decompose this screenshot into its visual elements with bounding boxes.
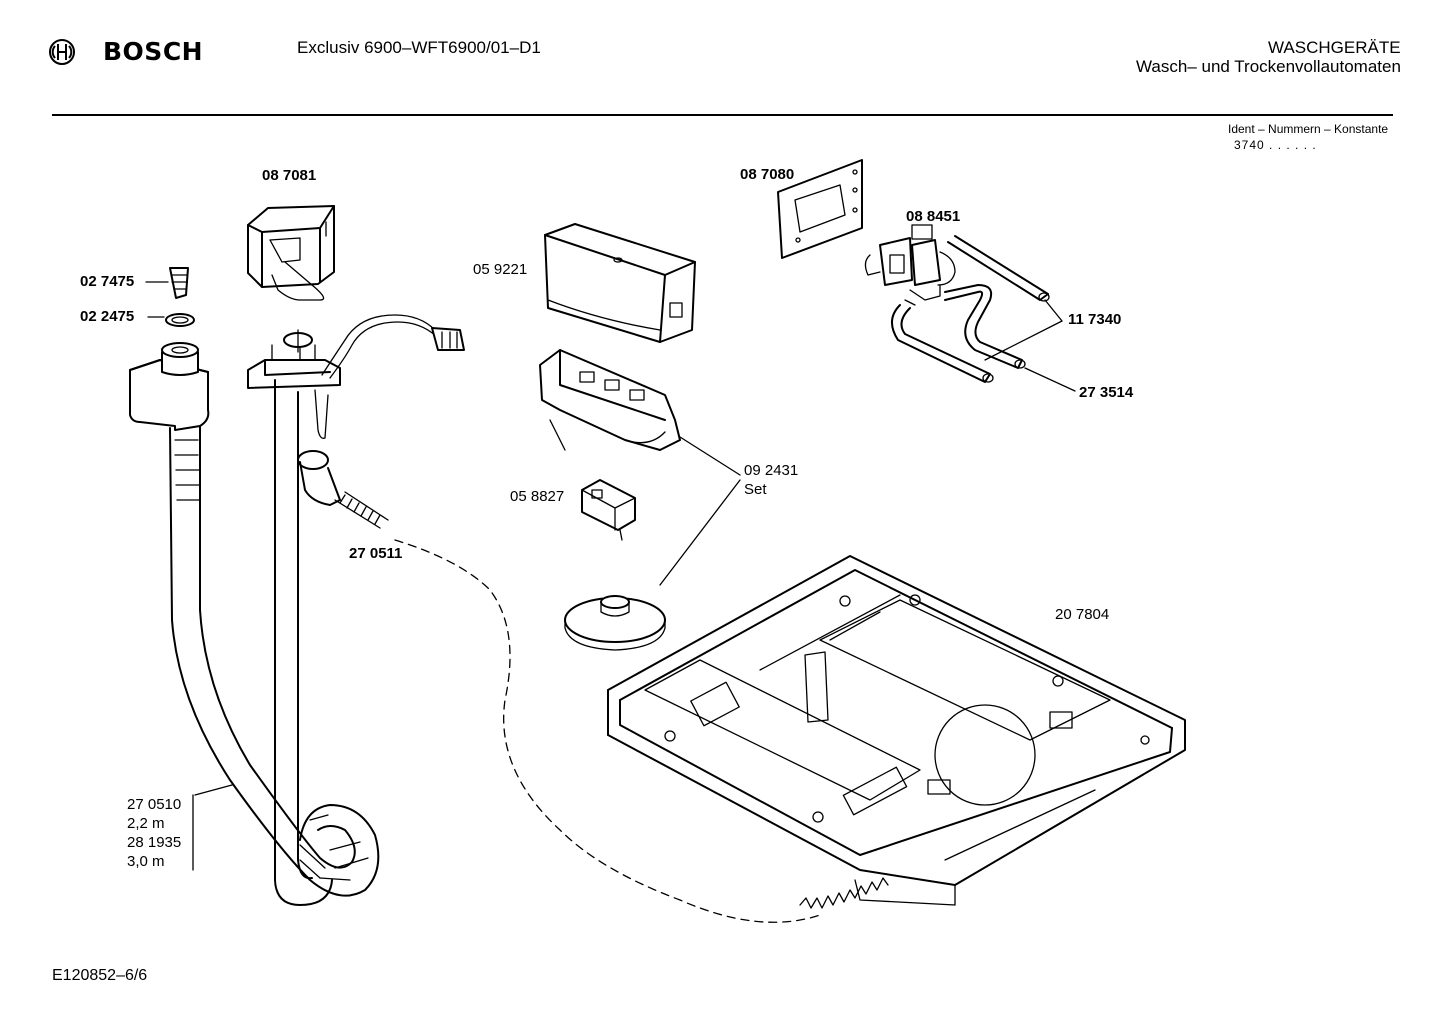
part-base-plate-drawing — [607, 555, 1186, 909]
label-08-8451: 08 8451 — [906, 208, 961, 225]
brand-name: BOSCH — [103, 37, 204, 66]
label-05-9221: 05 9221 — [473, 261, 528, 278]
label-02-2475: 02 2475 — [80, 308, 135, 325]
part-ring-drawing — [147, 313, 195, 327]
label-02-7475: 02 7475 — [80, 273, 135, 290]
part-strainer-drawing — [145, 267, 189, 299]
header-rule — [52, 114, 1393, 116]
ident-value: 3740 . . . . . . — [1234, 138, 1317, 152]
elbow-hose-drawing — [297, 450, 389, 529]
part-bracket-drawing — [539, 349, 681, 451]
part-connector-drawing — [581, 479, 636, 541]
label-27-0511: 27 0511 — [349, 545, 403, 562]
label-20-7804: 20 7804 — [1055, 606, 1110, 623]
label-09-2431-set: Set — [744, 481, 767, 498]
category-title: WASCHGERÄTE — [1268, 38, 1401, 57]
label-09-2431: 09 2431 — [744, 462, 799, 479]
label-27-0510: 27 0510 — [127, 796, 182, 813]
part-cover-clip-drawing — [247, 205, 335, 301]
model-title: Exclusiv 6900–WFT6900/01–D1 — [297, 38, 541, 57]
inlet-hose-drawing — [129, 342, 380, 897]
drawing-id: E120852–6/6 — [52, 967, 148, 984]
label-27-3514: 27 3514 — [1079, 384, 1134, 401]
part-disc-drawing — [564, 595, 666, 651]
part-plate-drawing — [777, 159, 863, 259]
part-valve-drawing — [864, 224, 956, 306]
part-valve-hoses-drawing — [891, 235, 1050, 383]
label-08-7080: 08 7080 — [740, 166, 795, 183]
label-05-8827: 05 8827 — [510, 488, 565, 505]
label-28-1935: 28 1935 — [127, 834, 182, 851]
category-subtitle: Wasch– und Trockenvollautomaten — [1136, 57, 1401, 76]
label-length-2-2: 2,2 m — [127, 815, 165, 832]
part-cover-box-drawing — [544, 223, 696, 343]
drain-hose-drawing — [247, 314, 465, 906]
label-length-3-0: 3,0 m — [127, 853, 165, 870]
bosch-logo-icon — [49, 39, 75, 65]
label-11-7340: 11 7340 — [1068, 311, 1122, 328]
ident-label: Ident – Nummern – Konstante — [1228, 122, 1389, 136]
label-08-7081: 08 7081 — [262, 167, 317, 184]
